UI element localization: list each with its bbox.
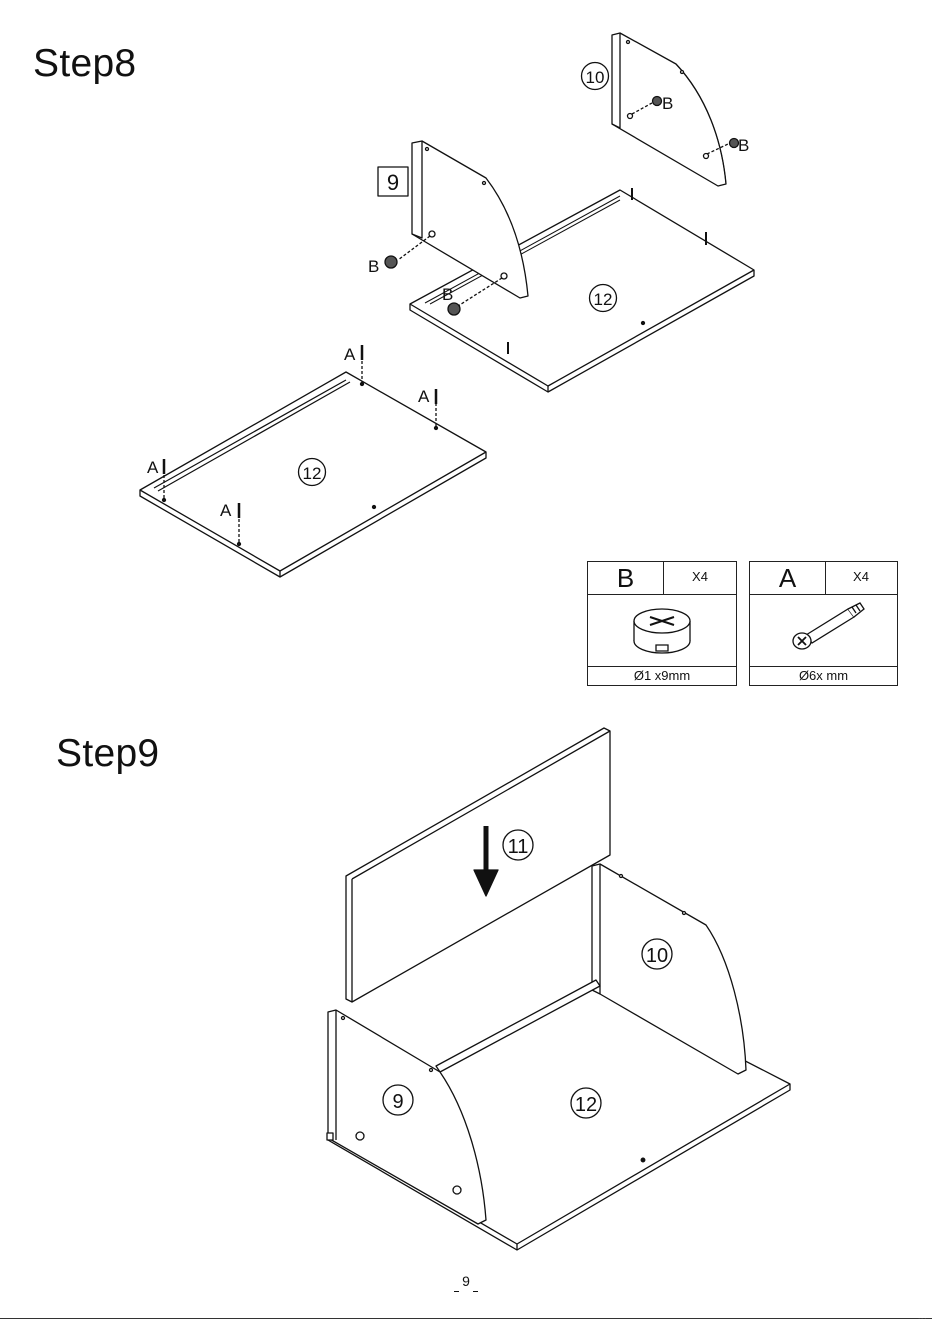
footer-text: · · · <box>918 1316 926 1322</box>
side-panel-9-assembled <box>327 1010 486 1224</box>
hardware-letter: B <box>588 562 664 594</box>
label-11: 11 <box>508 836 529 858</box>
label-9: 9 <box>392 1091 403 1113</box>
label-10: 10 <box>586 68 605 87</box>
cam-lock-icon <box>588 595 736 666</box>
hardware-spec: Ø6x mm <box>750 666 897 685</box>
label-12: 12 <box>575 1094 597 1116</box>
step9-diagram: 11 10 9 12 <box>0 700 932 1260</box>
hardware-label-a: A <box>418 387 430 406</box>
hardware-label-b: B <box>442 285 453 304</box>
hardware-spec: Ø1 x9mm <box>588 666 736 685</box>
label-12-upper: 12 <box>594 290 613 309</box>
label-10: 10 <box>646 945 668 967</box>
hardware-card-a: A X4 Ø6x mm <box>749 561 898 686</box>
hardware-letter: A <box>750 562 826 594</box>
hardware-label-a: A <box>344 345 356 364</box>
hardware-qty: X4 <box>664 562 736 594</box>
hardware-label-b: B <box>368 257 379 276</box>
label-9: 9 <box>387 170 399 195</box>
hardware-card-b: B X4 Ø1 x9mm <box>587 561 737 686</box>
footer-rule <box>0 1318 932 1319</box>
hardware-label-b: B <box>662 94 673 113</box>
page-number: 9 <box>0 1273 932 1292</box>
cam-bolt-icon <box>750 595 897 666</box>
back-panel-11 <box>346 728 610 1002</box>
label-12-lower: 12 <box>303 464 322 483</box>
hardware-label-b: B <box>738 136 749 155</box>
side-panel-10 <box>612 33 739 186</box>
hardware-label-a: A <box>147 458 159 477</box>
hardware-label-a: A <box>220 501 232 520</box>
hardware-qty: X4 <box>825 562 897 594</box>
